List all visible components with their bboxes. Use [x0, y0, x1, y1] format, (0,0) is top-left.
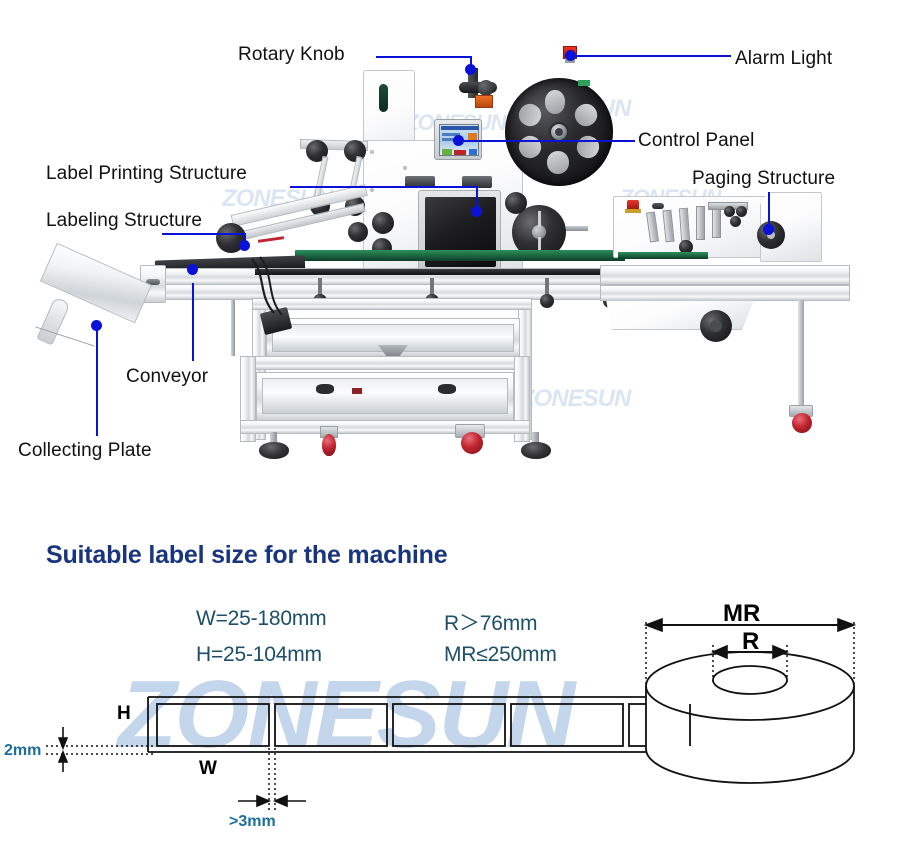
print-roller-6	[372, 212, 394, 234]
callout-label-collecting-plate: Collecting Plate	[18, 440, 152, 461]
foot-stem-left	[270, 432, 277, 448]
collecting-plate-lip	[36, 296, 71, 346]
callout-label-labeling-structure: Labeling Structure	[46, 210, 203, 231]
leader-conveyor-v	[192, 283, 194, 361]
paging-gear-3	[730, 216, 741, 227]
base-shadow-right	[438, 384, 456, 394]
leader-label-printing-h	[290, 186, 478, 188]
leveling-foot-left	[259, 442, 289, 459]
connector-block-left	[405, 176, 435, 188]
callout-label-control-panel: Control Panel	[638, 130, 755, 151]
leader-alarm-light-h	[576, 55, 731, 57]
watermark-photo-4: ZONESUN	[520, 385, 631, 412]
caster-wheel-left	[322, 434, 336, 456]
leader-label-printing-v	[476, 186, 478, 210]
emergency-stop-button[interactable]	[627, 200, 639, 210]
dot-labeling-structure	[239, 240, 250, 251]
label-wire-red	[257, 236, 285, 243]
dim-letter-width: W	[199, 758, 217, 779]
paging-drive-wheel	[757, 221, 785, 249]
paging-roller-small	[679, 240, 693, 254]
housing-screw-3	[403, 166, 407, 170]
leader-control-panel-h	[463, 140, 635, 142]
caster-wheel-mid	[461, 432, 483, 454]
conveyor-end-bolt	[146, 279, 160, 285]
paging-gear-1	[724, 206, 735, 217]
tension-knob[interactable]	[505, 192, 527, 214]
spec-title: Suitable label size for the machine	[46, 541, 448, 569]
printer-cover-frame	[418, 190, 501, 275]
housing-screw-1	[370, 150, 374, 154]
base-lower-inner	[262, 378, 508, 414]
rotary-knob-dial[interactable]	[478, 80, 494, 96]
dot-collecting-plate	[91, 320, 102, 331]
foot-stem-right	[532, 432, 539, 448]
spec-width-range: W=25-180mm	[196, 607, 327, 630]
callout-label-conveyor: Conveyor	[126, 366, 209, 387]
right-table-rail-lower	[600, 285, 850, 301]
callout-label-label-printing-structure: Label Printing Structure	[46, 163, 247, 184]
spec-inner-diameter: R＞76mm	[444, 612, 538, 635]
right-caster-wheel	[792, 413, 812, 433]
label-size-spec-section: ZONESUN Suitable label size for the mach…	[0, 500, 900, 868]
base-funnel	[378, 345, 408, 357]
leader-rotary-knob-v	[470, 56, 472, 68]
reel-green-tab	[578, 80, 590, 86]
conveyor-belt-green	[295, 250, 625, 261]
label-strip-drawing	[46, 617, 857, 810]
connector-block-right	[462, 176, 492, 188]
leader-paging-structure-v	[768, 192, 770, 229]
paging-small-knob[interactable]	[652, 203, 664, 209]
spec-outer-diameter: MR≤250mm	[444, 643, 557, 666]
print-roller-5	[348, 222, 368, 242]
rotary-knob-base-orange	[475, 95, 493, 108]
conveyor-guide-bar	[255, 269, 635, 275]
dim-margin-2mm: 2mm	[4, 742, 42, 759]
rewind-shaft	[566, 226, 588, 231]
guide-post-3	[545, 278, 549, 298]
base-red-marker	[352, 388, 362, 394]
label-reel-disc	[505, 78, 613, 186]
base-top-rail	[252, 298, 532, 310]
emergency-stop-base	[625, 209, 641, 213]
dim-roll-outer-mr: MR	[723, 600, 761, 627]
base-bottom-rail	[240, 420, 530, 434]
leader-labeling-structure-v	[244, 233, 246, 245]
guide-post-1	[318, 278, 322, 298]
left-support-rod	[231, 300, 235, 356]
right-support-post	[798, 300, 804, 410]
guide-post-2	[430, 278, 434, 298]
paging-gear-2	[736, 206, 747, 217]
dim-gap-3mm: >3mm	[229, 813, 276, 830]
leader-rotary-knob-h	[376, 56, 472, 58]
callout-label-paging-structure: Paging Structure	[692, 168, 836, 189]
cable-bundle	[251, 256, 283, 316]
guide-knob-3[interactable]	[540, 294, 554, 308]
dim-roll-inner-r: R	[742, 628, 760, 655]
dot-rotary-knob	[465, 64, 476, 75]
base-mid-rail	[240, 356, 530, 370]
right-table-rail	[600, 265, 850, 285]
spec-height-range: H=25-104mm	[196, 643, 322, 666]
machine-photo-diagram: ZONESUN ZONESUN ZONESUN ZONESUN ZONESUN …	[18, 44, 850, 461]
paging-belt-green	[618, 252, 708, 259]
leveling-foot-right	[521, 442, 551, 459]
dot-control-panel	[453, 135, 464, 146]
housing-screw-2	[370, 188, 374, 192]
base-shadow-left	[316, 384, 334, 394]
paging-arm-4	[696, 206, 705, 240]
leader-labeling-structure-h	[162, 233, 246, 235]
leader-collecting-plate-v	[96, 330, 98, 436]
dot-label-printing-structure	[471, 206, 482, 217]
dot-conveyor	[187, 264, 198, 275]
dot-alarm-light	[565, 50, 576, 61]
dot-paging-structure	[763, 224, 774, 235]
callout-label-alarm-light: Alarm Light	[735, 48, 833, 69]
dim-letter-height: H	[117, 703, 131, 724]
tower-indicator-slot	[379, 84, 388, 112]
right-motor-fan	[700, 310, 732, 342]
callout-label-rotary-knob: Rotary Knob	[238, 44, 345, 65]
